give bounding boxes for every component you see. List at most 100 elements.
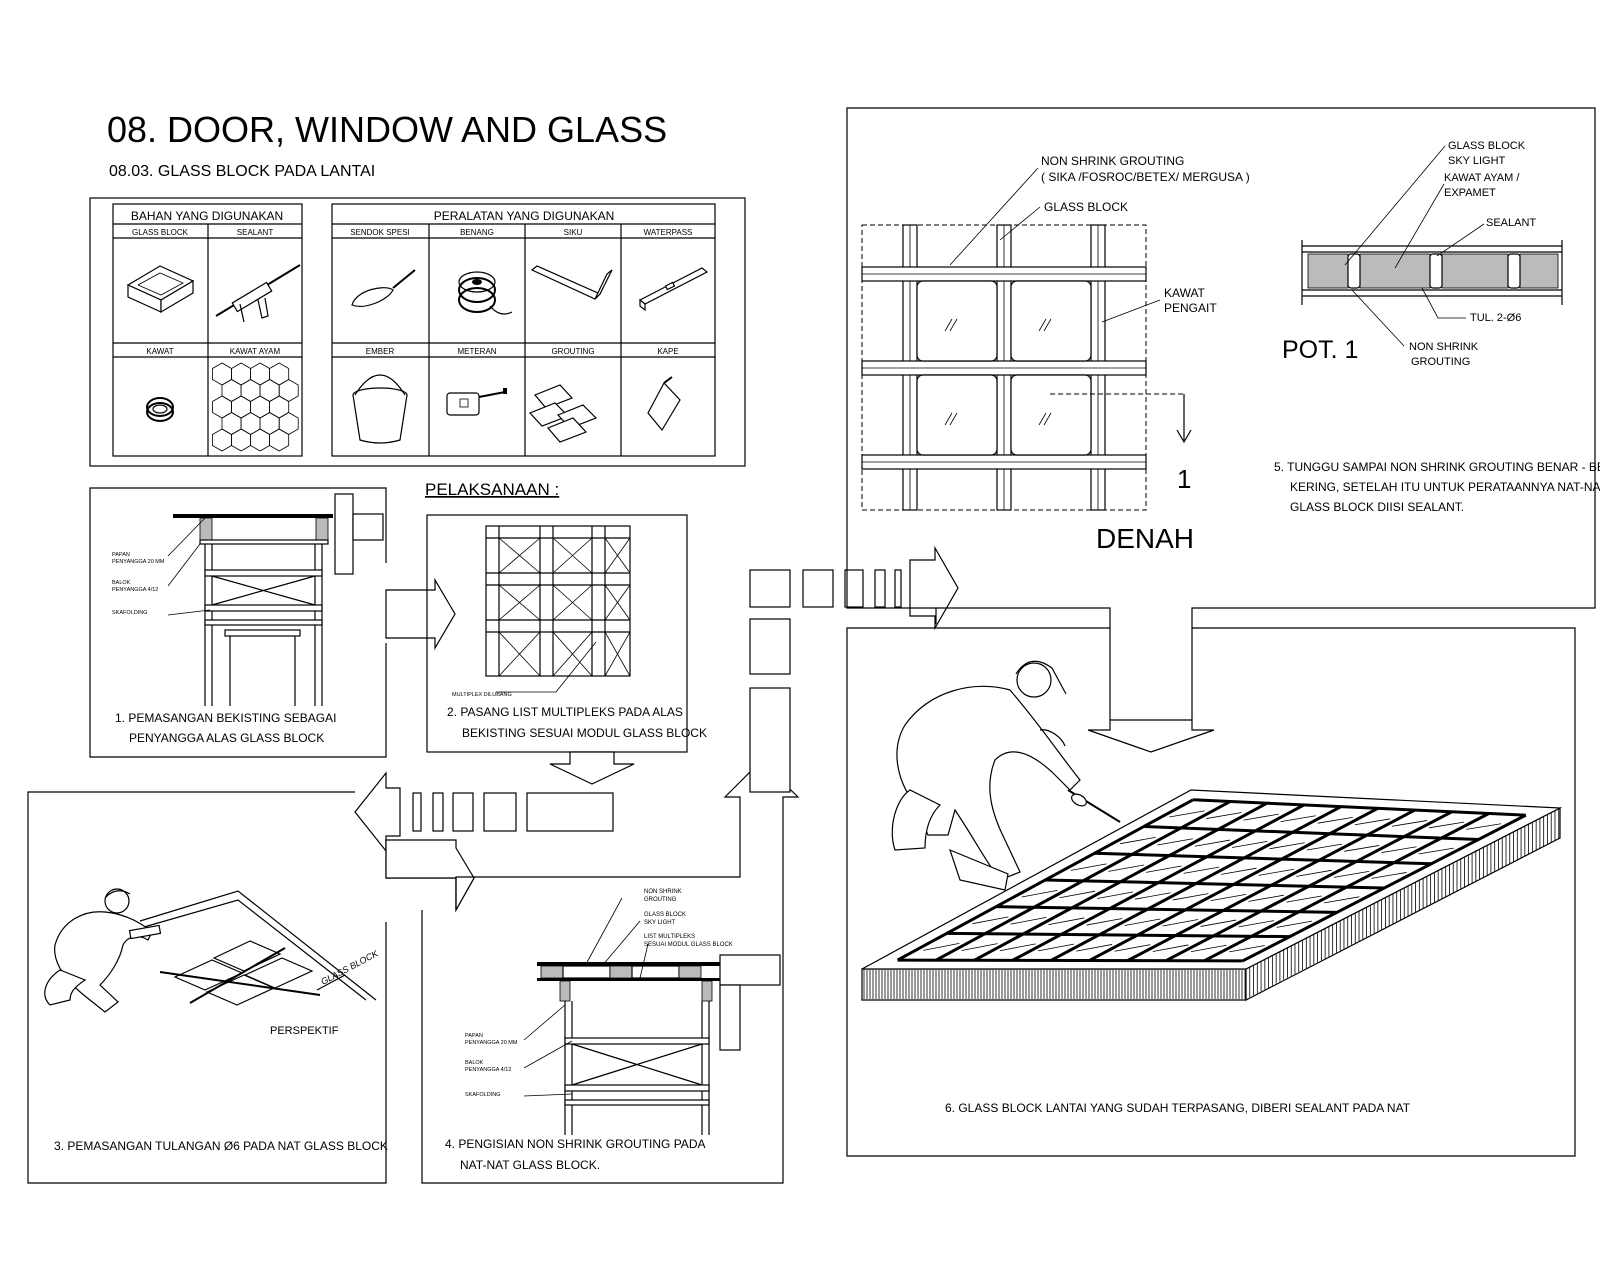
denah-title: DENAH [1096, 523, 1194, 554]
materials-table: BAHAN YANG DIGUNAKAN GLASS BLOCK SEALANT… [112, 203, 303, 457]
step-4-caption-2: NAT-NAT GLASS BLOCK. [460, 1158, 600, 1172]
tools-heading: PERALATAN YANG DIGUNAKAN [434, 209, 615, 223]
flow-arrow-head [385, 839, 475, 913]
mesh-cell [269, 428, 290, 452]
mesh-cell [250, 362, 271, 386]
spirit-level-icon [638, 267, 709, 312]
glass-block-cell [1010, 280, 1092, 362]
label-denah-glass-block: GLASS BLOCK [1044, 200, 1128, 214]
tool-label: KAPE [657, 347, 678, 356]
wire-coil-icon [146, 397, 174, 422]
glass-block-cell [916, 280, 998, 362]
mesh-cell [278, 379, 299, 402]
slab-edge [861, 807, 1561, 1001]
label-papan: PAPAN [112, 552, 130, 558]
mesh-cell [250, 395, 271, 419]
tools-materials-panel: BAHAN YANG DIGUNAKAN GLASS BLOCK SEALANT… [89, 197, 746, 467]
mesh-cell [221, 412, 242, 435]
mesh-cell [221, 379, 242, 402]
label-grouting: GROUTING [644, 897, 677, 903]
concrete-column [334, 493, 384, 575]
material-label: KAWAT [146, 347, 173, 356]
mesh-cell [259, 379, 280, 402]
label-glass-block-persp: GLASS BLOCK [319, 948, 380, 987]
mesh-cell [240, 379, 261, 402]
tool-label: SIKU [564, 228, 583, 237]
flow-arrow [549, 751, 635, 785]
tool-label: GROUTING [551, 347, 594, 356]
step-6-caption: 6. GLASS BLOCK LANTAI YANG SUDAH TERPASA… [945, 1101, 1411, 1115]
step-1-caption-1: 1. PEMASANGAN BEKISTING SEBAGAI [115, 711, 336, 725]
grouting-bags-icon [528, 384, 598, 443]
material-label: SEALANT [237, 228, 274, 237]
flow-dash-left [354, 771, 614, 853]
label-papan: PAPAN [465, 1033, 483, 1039]
sheet-title: 08. DOOR, WINDOW AND GLASS [107, 109, 667, 150]
label-skafolding: SKAFOLDING [465, 1092, 500, 1098]
putty-knife-icon [647, 376, 681, 432]
label-penyangga-20: PENYANGGA 20 MM [112, 559, 165, 565]
step-3-caption: 3. PEMASANGAN TULANGAN Ø6 PADA NAT GLASS… [54, 1139, 388, 1153]
glass-block-icon [126, 265, 195, 314]
denah-plan [861, 224, 1147, 511]
label-penyangga-412: PENYANGGA 4/12 [465, 1067, 511, 1073]
glass-block-tiles [159, 940, 321, 1006]
mesh-cell [231, 395, 252, 419]
mesh-cell [269, 362, 290, 386]
label-balok: BALOK [465, 1060, 484, 1066]
tool-label: EMBER [366, 347, 395, 356]
tape-measure-icon [446, 388, 507, 416]
label-list-multipleks: LIST MULTIPLEKS [644, 934, 695, 940]
worker-figure [891, 660, 1121, 891]
label-multiplex: MULTIPLEX DILUBANG [452, 692, 512, 698]
worker-figure [44, 888, 162, 1013]
label-denah-grouting-1: NON SHRINK GROUTING [1041, 154, 1184, 168]
mesh-cell [259, 412, 280, 435]
glass-block-floor [861, 789, 1563, 970]
bucket-icon [352, 374, 408, 444]
step-5-caption-2: KERING, SETELAH ITU UNTUK PERATAANNYA NA… [1290, 480, 1600, 494]
label-pot-non-shrink: NON SHRINK [1409, 341, 1479, 353]
mesh-cell [231, 428, 252, 452]
mesh-cell [212, 395, 232, 419]
square-tool-icon [530, 265, 613, 300]
mesh-cell [212, 428, 232, 452]
label-penyangga-412: PENYANGGA 4/12 [112, 587, 158, 593]
label-perspektif: PERSPEKTIF [270, 1025, 339, 1037]
label-pengait: PENGAIT [1164, 301, 1217, 315]
step-3-panel: GLASS BLOCK PERSPEKTIF 3. PEMASANGAN TUL… [27, 791, 388, 1184]
tool-label: WATERPASS [644, 228, 693, 237]
trowel-icon [351, 269, 416, 307]
label-glass-block: GLASS BLOCK [644, 912, 686, 918]
label-balok: BALOK [112, 580, 131, 586]
tools-table: PERALATAN YANG DIGUNAKAN SENDOK SPESI BE… [331, 203, 716, 457]
step-5-panel: NON SHRINK GROUTING ( SIKA /FOSROC/BETEX… [846, 107, 1600, 720]
pelaksanaan-heading: PELAKSANAAN : [425, 480, 559, 499]
tool-label: BENANG [460, 228, 494, 237]
label-pot-grouting: GROUTING [1411, 356, 1470, 368]
tool-label: METERAN [457, 347, 496, 356]
label-pot-sky-light: SKY LIGHT [1448, 155, 1506, 167]
mesh-cell [250, 428, 271, 452]
step-4-caption-1: 4. PENGISIAN NON SHRINK GROUTING PADA [445, 1137, 705, 1151]
step-1-caption-2: PENYANGGA ALAS GLASS BLOCK [129, 731, 324, 745]
label-sesuai-modul: SESUAI MODUL GLASS BLOCK [644, 942, 733, 948]
string-spool-icon [458, 271, 513, 315]
label-non-shrink: NON SHRINK [644, 889, 682, 895]
mesh-cell [231, 362, 252, 386]
step-2-caption-1: 2. PASANG LIST MULTIPLEKS PADA ALAS [447, 705, 683, 719]
step-2-caption-2: BEKISTING SESUAI MODUL GLASS BLOCK [462, 726, 707, 740]
step-4-panel: NON SHRINK GROUTING GLASS BLOCK SKY LIGH… [421, 760, 800, 1184]
glass-block-cell [916, 374, 998, 456]
tool-label: SENDOK SPESI [350, 228, 410, 237]
chicken-wire-icon [212, 362, 299, 452]
label-sky-light: SKY LIGHT [644, 920, 676, 926]
step-6-panel: 6. GLASS BLOCK LANTAI YANG SUDAH TERPASA… [846, 627, 1576, 1157]
sheet-subtitle: 08.03. GLASS BLOCK PADA LANTAI [109, 163, 375, 180]
materials-heading: BAHAN YANG DIGUNAKAN [131, 209, 283, 223]
mesh-cell [269, 395, 290, 419]
flow-arrow [385, 577, 456, 651]
step-2-panel: MULTIPLEX DILUBANG 2. PASANG LIST MULTIP… [426, 514, 707, 753]
label-pot-kawat-ayam: KAWAT AYAM / [1444, 172, 1520, 184]
glass-block-section [540, 965, 702, 979]
